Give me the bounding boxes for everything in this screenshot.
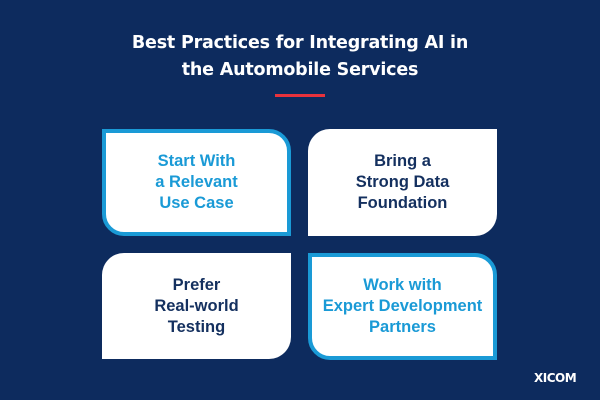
practice-card-real-world-testing: Prefer Real-world Testing xyxy=(102,253,291,359)
card-label: Bring a Strong Data Foundation xyxy=(356,151,450,214)
practice-card-relevant-use-case: Start With a Relevant Use Case xyxy=(102,129,291,236)
card-label-line: Foundation xyxy=(357,194,448,212)
title-line-1: Best Practices for Integrating AI in xyxy=(131,33,469,53)
card-label: Start With a Relevant Use Case xyxy=(155,151,238,214)
card-label-line: Real-world xyxy=(154,296,239,315)
card-label-line: Expert Development xyxy=(322,297,483,315)
title-underline-divider xyxy=(275,94,325,97)
practice-card-expert-partners: Work with Expert Development Partners xyxy=(308,253,497,360)
practice-card-strong-data-foundation: Bring a Strong Data Foundation xyxy=(308,129,497,236)
card-label-line: Prefer xyxy=(172,275,221,294)
card-label-line: Bring a xyxy=(374,152,431,170)
title-line-2: the Automobile Services xyxy=(181,60,419,80)
card-label-line: Testing xyxy=(167,317,226,336)
card-label-line: Use Case xyxy=(159,194,234,212)
card-label-line: a Relevant xyxy=(155,173,238,191)
brand-logo: XICOM xyxy=(534,371,577,385)
card-label-line: Work with xyxy=(363,276,442,294)
card-label: Work with Expert Development Partners xyxy=(323,275,483,338)
card-label-line: Partners xyxy=(369,318,436,336)
card-label-line: Start With xyxy=(157,152,236,170)
card-label-line: Strong Data xyxy=(355,173,450,191)
page-title: Best Practices for Integrating AI in the… xyxy=(0,30,600,84)
card-label: Prefer Real-world Testing xyxy=(154,275,238,338)
